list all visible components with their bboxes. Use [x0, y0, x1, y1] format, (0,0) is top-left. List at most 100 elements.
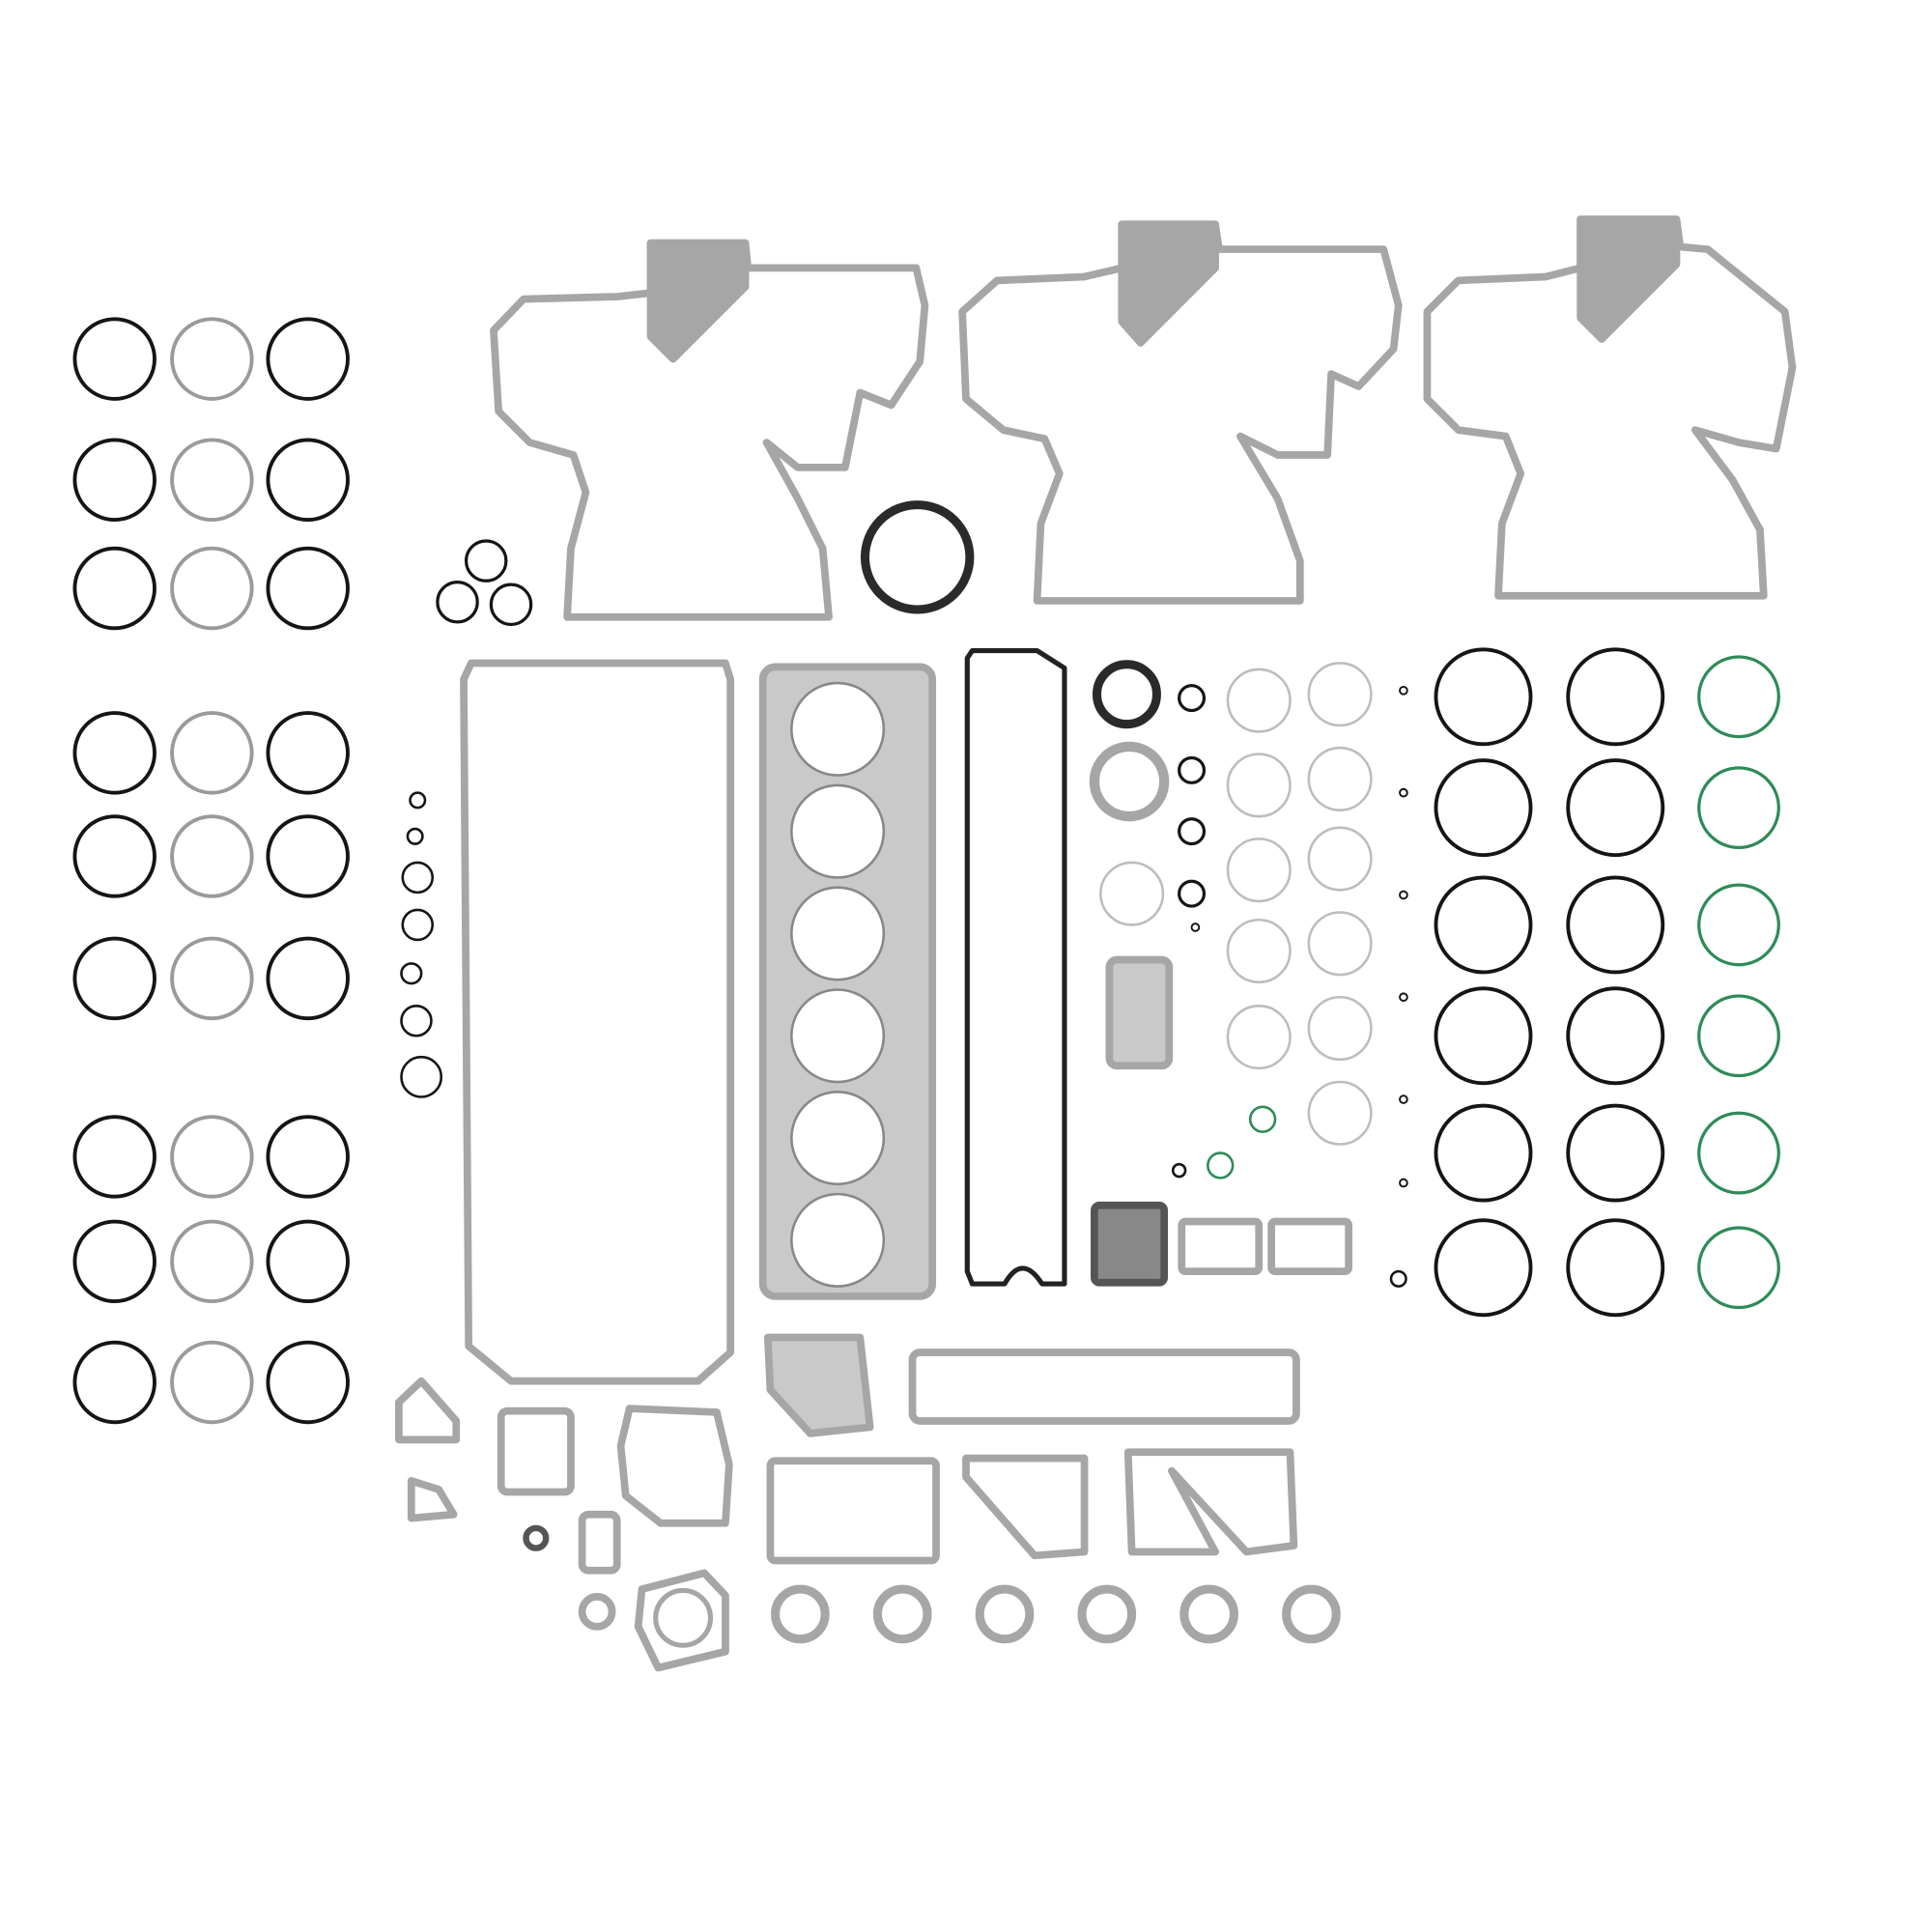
- small-o-ring: [1178, 684, 1207, 713]
- small-o-ring: [1178, 879, 1207, 908]
- port-gasket: [1105, 955, 1174, 1070]
- tiny-o-ring: [1399, 890, 1408, 900]
- o-ring: [170, 814, 254, 898]
- liner-seal-ring-green: [1697, 994, 1780, 1078]
- valve-cover-gasket: [964, 647, 1067, 1287]
- liner-seal-ring: [1566, 647, 1665, 747]
- o-ring-light: [1307, 826, 1373, 892]
- timing-cover-block-3: [1577, 215, 1681, 343]
- o-ring: [170, 317, 254, 401]
- rect-gasket: [497, 1406, 575, 1496]
- tiny-o-ring: [1399, 787, 1408, 798]
- cover-gasket-a: [766, 1457, 940, 1565]
- small-o-ring: [464, 539, 508, 582]
- timing-cover-gasket-1: [490, 239, 929, 621]
- o-ring: [170, 711, 254, 795]
- small-o-ring: [1178, 817, 1207, 846]
- liner-seal-ring-green: [1697, 1226, 1780, 1310]
- small-o-ring: [401, 908, 435, 942]
- exhaust-manifold-gasket: [975, 1584, 1035, 1644]
- o-ring: [170, 1115, 254, 1199]
- liner-seal-ring: [1434, 758, 1533, 858]
- small-o-ring: [436, 580, 479, 624]
- small-o-ring: [400, 962, 423, 985]
- flange-gasket: [616, 1405, 733, 1527]
- o-ring-light: [1307, 746, 1373, 811]
- liner-seal-ring-green: [1697, 883, 1780, 967]
- exhaust-manifold-gasket: [872, 1584, 932, 1644]
- timing-cover-gasket-3: [1423, 215, 1797, 600]
- o-ring: [266, 438, 350, 522]
- o-ring: [266, 711, 350, 795]
- o-ring: [266, 546, 350, 631]
- elbow-gasket-1: [1178, 1217, 1264, 1275]
- green-o-ring: [1248, 1105, 1277, 1133]
- o-ring: [72, 438, 156, 522]
- oil-pan-gasket: [460, 659, 734, 1385]
- o-ring: [170, 936, 254, 1021]
- liner-seal-ring-green: [1697, 655, 1780, 739]
- tiny-o-ring: [1399, 992, 1408, 1003]
- oil-cooler-gasket: [908, 1349, 1300, 1425]
- liner-seal-ring: [1434, 875, 1533, 975]
- cylinder-bore: [790, 1091, 886, 1186]
- o-ring-light: [1307, 911, 1373, 977]
- o-ring: [72, 1115, 156, 1199]
- liner-seal-ring: [1566, 1103, 1665, 1203]
- cover-gasket-b: [962, 1454, 1089, 1560]
- gasket-set: [395, 215, 1797, 1672]
- o-ring: [72, 711, 156, 795]
- exhaust-manifold-gasket: [1282, 1584, 1341, 1644]
- crankshaft-seal: [860, 500, 975, 614]
- small-o-ring: [489, 582, 533, 627]
- small-o-ring: [1178, 755, 1207, 784]
- timing-cover-block-1: [646, 239, 750, 363]
- small-plate-2: [407, 1477, 458, 1522]
- o-ring: [266, 1219, 350, 1304]
- o-ring-light: [1226, 918, 1292, 984]
- liner-seal-ring: [1434, 1218, 1533, 1318]
- tiny-o-ring: [1399, 686, 1408, 696]
- o-ring: [72, 317, 156, 401]
- o-ring: [72, 1340, 156, 1425]
- exhaust-manifold-gasket: [1179, 1584, 1238, 1644]
- o-ring-light: [1226, 1005, 1292, 1070]
- cover-gasket-c: [1123, 1448, 1298, 1556]
- small-plate-1: [395, 1377, 461, 1444]
- liner-seal-ring: [1566, 875, 1665, 975]
- exhaust-manifold-gasket: [1077, 1584, 1137, 1644]
- liner-seal-ring: [1566, 986, 1665, 1086]
- small-flange-gasket: [578, 1593, 616, 1631]
- small-plate-3: [578, 1510, 621, 1575]
- liner-seal-ring: [1566, 758, 1665, 858]
- cylinder-bore: [790, 988, 886, 1084]
- cylinder-bore: [790, 1192, 886, 1288]
- o-ring-light: [1226, 838, 1292, 903]
- o-ring-light: [1226, 753, 1292, 818]
- liner-seal-ring: [1434, 1103, 1533, 1203]
- round-flange-bore: [653, 1587, 714, 1648]
- small-o-ring: [400, 1055, 443, 1098]
- green-o-ring: [1207, 1151, 1235, 1179]
- small-o-ring: [400, 1005, 433, 1037]
- o-ring: [72, 1219, 156, 1304]
- shaft-seal: [1092, 660, 1161, 729]
- o-ring-light: [1099, 861, 1165, 926]
- small-o-ring: [401, 861, 435, 895]
- turbo-gasket: [1091, 1201, 1169, 1287]
- o-ring: [170, 1219, 254, 1304]
- o-ring: [72, 936, 156, 1021]
- tiny-o-ring: [1389, 1269, 1407, 1288]
- liner-seal-ring: [1434, 986, 1533, 1086]
- elbow-gasket-2: [1267, 1217, 1352, 1275]
- liner-seal-ring: [1566, 1218, 1665, 1318]
- tiny-o-ring: [1190, 923, 1201, 932]
- small-o-ring: [406, 827, 424, 845]
- o-ring-light: [1307, 1080, 1373, 1146]
- tiny-o-ring: [1171, 1162, 1187, 1179]
- o-ring-light: [1307, 995, 1373, 1062]
- small-o-ring: [409, 791, 427, 810]
- o-ring: [266, 814, 350, 898]
- thrust-washer: [1089, 741, 1170, 822]
